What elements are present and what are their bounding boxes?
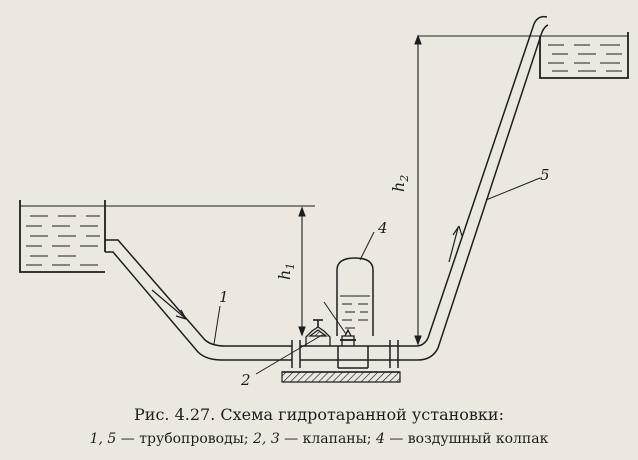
delivery-water-hatching — [548, 45, 622, 71]
supply-water-hatching — [26, 216, 100, 265]
label-2: 2 — [240, 371, 251, 389]
figure-caption-legend: 1, 5 — трубопроводы; 2, 3 — клапаны; 4 —… — [0, 431, 638, 447]
leader-lines — [214, 178, 540, 374]
flow-arrow-supply — [152, 290, 186, 319]
label-h1: h1 — [275, 263, 297, 280]
label-4: 4 — [377, 219, 388, 237]
waste-valve — [306, 320, 330, 346]
supply-reservoir — [20, 200, 315, 272]
hydraulic-ram-diagram: 1 2 4 5 h1 h2 — [0, 0, 638, 389]
legend-nums-valves: 2, 3 — [253, 431, 280, 447]
delivery-valve — [340, 330, 356, 346]
dimension-h2 — [415, 36, 421, 344]
legend-nums-air-chamber: 4 — [375, 431, 385, 447]
leader-2 — [256, 335, 322, 374]
flow-arrow-delivery — [449, 226, 462, 262]
label-h2: h2 — [389, 175, 411, 192]
ram-body — [292, 340, 398, 368]
leader-3 — [324, 302, 346, 334]
legend-text-valves: — клапаны; — [279, 431, 376, 447]
leader-1 — [214, 306, 220, 344]
dimension-h1 — [299, 208, 305, 335]
label-1: 1 — [219, 288, 229, 306]
supply-pipe — [105, 240, 292, 360]
leader-4 — [360, 232, 374, 260]
legend-nums-pipes: 1, 5 — [89, 431, 117, 447]
label-5: 5 — [540, 166, 550, 184]
legend-text-air-chamber: — воздушный колпак — [384, 431, 549, 447]
figure-caption-title: Рис. 4.27. Схема гидротаранной установки… — [134, 405, 504, 424]
delivery-reservoir — [418, 32, 628, 78]
delivery-pipe — [398, 17, 548, 360]
legend-text-pipes: — трубопроводы; — [116, 431, 254, 447]
air-chamber — [337, 258, 373, 336]
foundation-block — [282, 372, 400, 382]
air-chamber-water-hatching — [342, 304, 368, 328]
leader-5 — [486, 178, 540, 200]
